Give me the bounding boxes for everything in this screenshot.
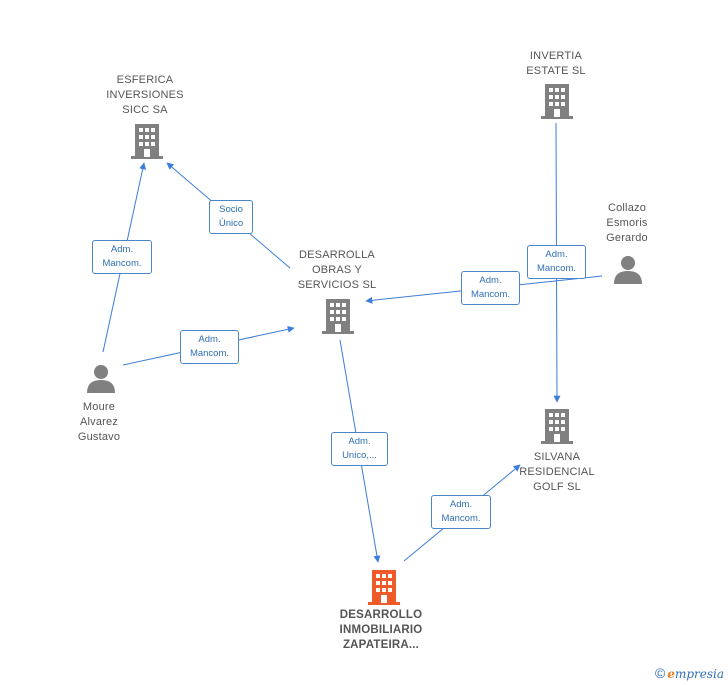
edge-label-moure-esferica[interactable]: Adm. Mancom. xyxy=(92,240,152,274)
building-icon xyxy=(322,299,354,334)
node-desarrollo-label: DESARROLLO INMOBILIARIO ZAPATEIRA... xyxy=(339,609,423,651)
edge-label-desarrollo-silvana[interactable]: Adm. Mancom. xyxy=(431,495,491,529)
edge-label-moure-desarrolla[interactable]: Adm. Mancom. xyxy=(180,330,239,364)
building-icon-main xyxy=(368,570,400,605)
edge-label-desarrolla-desarrollo[interactable]: Adm. Unico,... xyxy=(331,432,388,466)
node-moure-label: Moure Alvarez Gustavo xyxy=(77,401,121,443)
edge-label-desarrolla-esferica[interactable]: Socio Único xyxy=(209,200,253,234)
brand-e: e xyxy=(667,667,675,681)
node-desarrolla-label: DESARROLLA OBRAS Y SERVICIOS SL xyxy=(297,249,377,291)
node-esferica-label: ESFERICA INVERSIONES SICC SA xyxy=(106,74,184,116)
footer-brand: ©empresia xyxy=(655,665,724,681)
building-icon xyxy=(541,409,573,444)
node-silvana-label: SILVANA RESIDENCIAL GOLF SL xyxy=(519,451,595,493)
building-icon xyxy=(541,84,573,119)
building-icon xyxy=(131,124,163,159)
node-collazo-label: Collazo Esmoris Gerardo xyxy=(606,202,648,244)
edge-label-collazo-desarrolla[interactable]: Adm. Mancom. xyxy=(461,271,520,305)
copyright-icon: © xyxy=(654,665,666,681)
node-invertia-label: INVERTIA ESTATE SL xyxy=(526,50,586,77)
edge-label-collazo-silvana[interactable]: Adm. Mancom. xyxy=(527,245,586,279)
brand-name: mpresia xyxy=(674,667,724,681)
person-icon xyxy=(87,365,115,393)
person-icon xyxy=(614,256,642,284)
